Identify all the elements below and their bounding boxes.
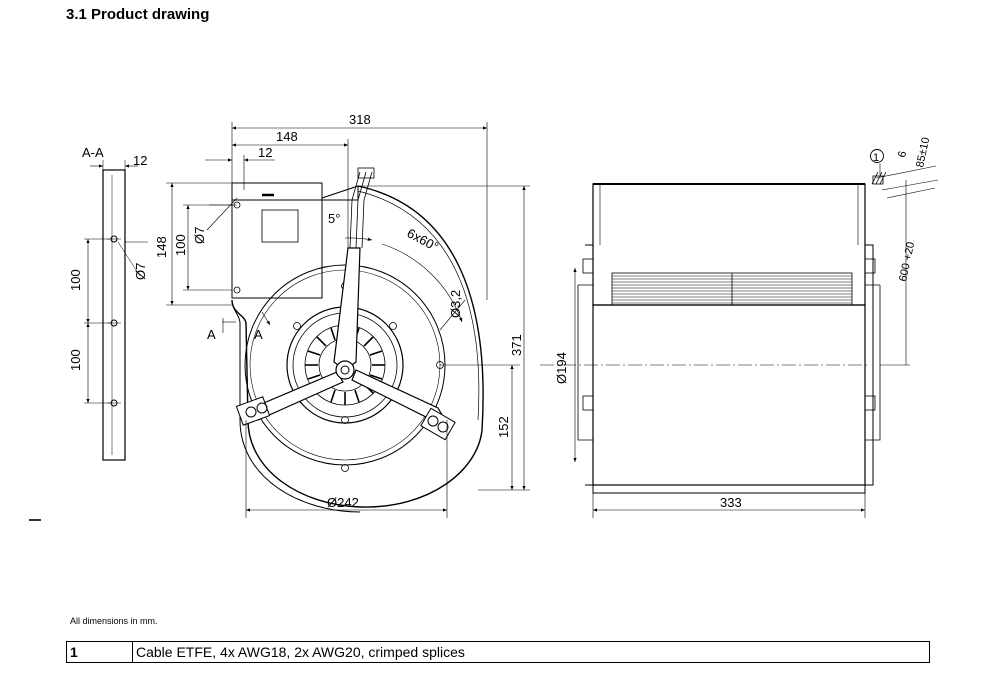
legend-number: 1: [67, 642, 133, 662]
dim-12-section: 12: [133, 153, 147, 168]
dim-242: Ø242: [327, 495, 359, 510]
dim-7-hole: Ø7: [192, 227, 207, 244]
section-arrow-left: A: [207, 327, 216, 342]
dim-318: 318: [349, 112, 371, 127]
dim-5-deg: 5°: [328, 211, 340, 226]
dim-194: Ø194: [554, 352, 569, 384]
dim-152: 152: [496, 416, 511, 438]
margin-mark: [29, 519, 41, 521]
section-view-a-a: [84, 160, 148, 461]
dim-371: 371: [509, 334, 524, 356]
dim-333: 333: [720, 495, 742, 510]
callout-1: 1: [873, 152, 879, 164]
side-view-dimensions: [540, 163, 939, 518]
dim-7-section: Ø7: [133, 263, 148, 280]
section-arrow-right: A: [254, 327, 263, 342]
legend-description: Cable ETFE, 4x AWG18, 2x AWG20, crimped …: [136, 644, 465, 660]
dim-600: 600 +20: [897, 241, 917, 283]
dim-100-a: 100: [68, 269, 83, 291]
dim-85: 85±10: [914, 136, 932, 168]
units-note: All dimensions in mm.: [70, 616, 158, 626]
side-view: [577, 171, 887, 494]
callout-circle: [870, 149, 884, 163]
front-view-dimensions: [166, 122, 530, 518]
front-view: [231, 167, 484, 513]
section-label: A-A: [82, 145, 104, 160]
legend-table: 1 Cable ETFE, 4x AWG18, 2x AWG20, crimpe…: [66, 641, 930, 663]
dim-100-b: 100: [68, 349, 83, 371]
dim-3-2: Ø3,2: [448, 290, 463, 318]
dim-148-top: 148: [276, 129, 298, 144]
dim-148-side: 148: [154, 236, 169, 258]
dim-6: 6: [896, 150, 909, 158]
dim-12-top: 12: [258, 145, 272, 160]
page-title: 3.1 Product drawing: [66, 6, 210, 23]
dim-100-side: 100: [173, 234, 188, 256]
